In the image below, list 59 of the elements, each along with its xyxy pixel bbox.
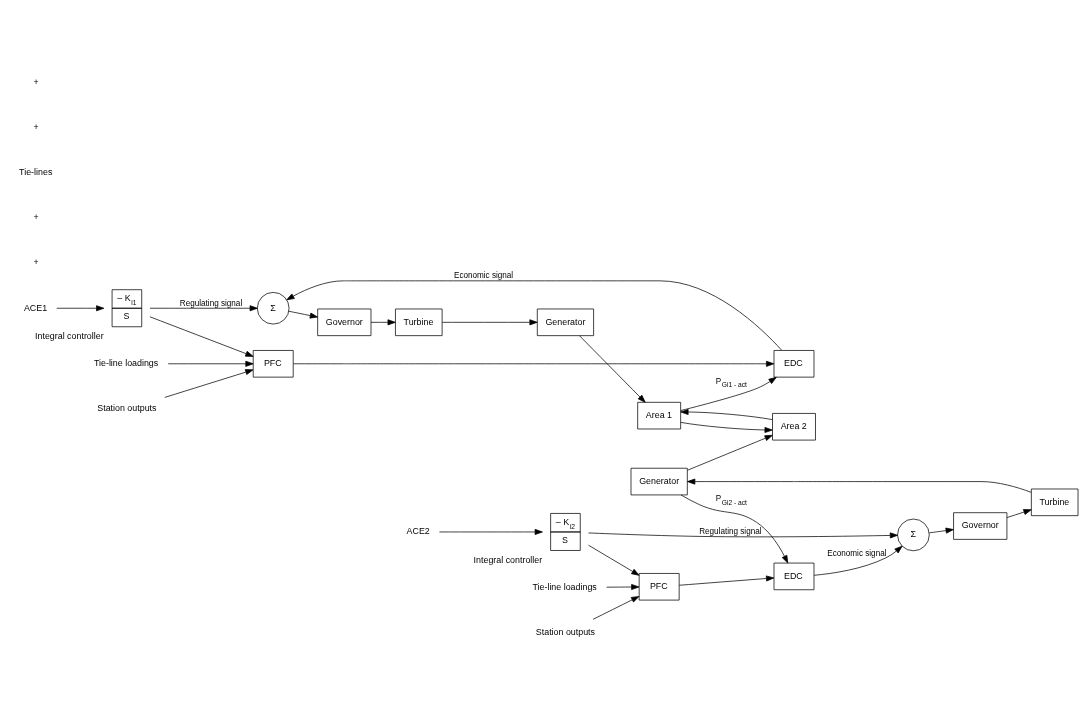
edge-label: Regulating signal xyxy=(179,298,243,308)
arrow xyxy=(592,596,640,620)
arrow xyxy=(286,280,782,351)
arrow xyxy=(588,544,640,576)
arrow xyxy=(680,494,789,564)
arrow xyxy=(149,305,258,312)
node-box: PFC xyxy=(638,573,680,601)
label: + xyxy=(33,76,39,87)
arrow xyxy=(288,310,318,319)
arrow xyxy=(680,422,773,433)
node-circle: Σ xyxy=(897,518,930,552)
node-label: Integral controller xyxy=(35,331,104,342)
node-text: Tie-line loadings xyxy=(93,358,159,369)
arrow xyxy=(167,360,254,367)
node-text: Station outputs xyxy=(97,403,157,414)
arrow xyxy=(606,584,640,590)
arrow xyxy=(588,532,898,539)
node-text: Station outputs xyxy=(535,627,596,637)
node-text: ACE2 xyxy=(406,526,430,537)
arrow xyxy=(678,575,775,586)
arrow xyxy=(813,545,903,576)
node-box: EDC xyxy=(773,562,815,591)
node-box: PFC xyxy=(252,350,294,378)
node-box: Generator xyxy=(536,308,594,336)
arrow xyxy=(441,319,538,326)
edge-label: Economic signal xyxy=(827,548,887,558)
edge-label: Economic signal xyxy=(453,271,514,281)
arrow xyxy=(293,360,775,367)
arrow xyxy=(56,305,105,312)
node-box: Governor xyxy=(953,512,1008,540)
node-box: Turbine xyxy=(1031,488,1079,517)
label: Tie-lines xyxy=(19,166,53,177)
edge-label: Regulating signal xyxy=(699,527,762,537)
arrow xyxy=(687,478,1032,493)
arrow xyxy=(370,319,396,326)
label: + xyxy=(33,257,39,268)
arrow xyxy=(928,527,954,534)
node-box: Generator xyxy=(630,467,688,496)
node-box: Area 2 xyxy=(772,413,816,441)
node-box: Area 1 xyxy=(637,401,681,430)
arrow xyxy=(687,434,773,471)
node-text: ACE1 xyxy=(23,302,48,313)
edge-label: P$_{Gi1 - act}$ xyxy=(715,376,747,389)
arrow xyxy=(164,369,254,398)
arrow xyxy=(680,376,777,411)
arrow xyxy=(1006,509,1032,518)
arrow xyxy=(149,316,254,357)
edge-label: P$_{Gi2 - act}$ xyxy=(715,494,747,506)
arrow xyxy=(579,335,646,403)
label: + xyxy=(33,212,39,223)
node-label: Integral controller xyxy=(473,554,543,565)
node-box: Turbine xyxy=(395,308,443,336)
node-circle: Σ xyxy=(256,292,290,325)
node-box: EDC xyxy=(773,350,815,378)
arrow xyxy=(680,409,773,420)
node-box: Governor xyxy=(317,308,372,336)
arrow xyxy=(439,529,543,535)
node-text: Tie-line loadings xyxy=(532,581,597,592)
label: + xyxy=(33,121,39,132)
